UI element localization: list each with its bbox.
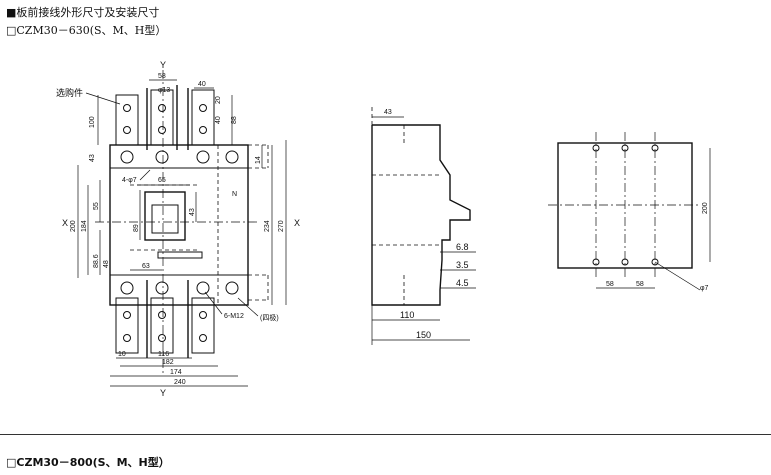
hole-note: 4-φ7 bbox=[122, 177, 137, 184]
dim-43-side: 43 bbox=[384, 109, 392, 116]
axis-x-right: X bbox=[294, 218, 300, 228]
dim-270: 270 bbox=[278, 220, 285, 232]
dim-63: 63 bbox=[142, 263, 150, 270]
side-view: 43 6.8 3.5 4.5 110 150 bbox=[371, 105, 476, 345]
axis-x-left: X bbox=[62, 218, 68, 228]
dim-4-5: 4.5 bbox=[456, 278, 469, 288]
top-terminal-2 bbox=[150, 89, 174, 146]
breaker-body bbox=[109, 144, 249, 306]
axis-y-top: Y bbox=[160, 60, 166, 70]
bottom-terminal-2 bbox=[150, 297, 174, 354]
bolt-note: 6-M12 bbox=[224, 313, 244, 320]
bottom-terminal-3 bbox=[191, 297, 215, 354]
dim-58: 58 bbox=[158, 73, 166, 80]
dim-100: 100 bbox=[89, 116, 96, 128]
dim-200-left: 200 bbox=[70, 220, 77, 232]
dim-55: 55 bbox=[93, 202, 100, 210]
handle-window bbox=[144, 191, 186, 241]
axis-y-bottom: Y bbox=[160, 388, 166, 398]
dim-phi7: φ7 bbox=[700, 285, 709, 292]
mounting-view: 200 58 58 φ7 bbox=[548, 132, 711, 292]
dim-20: 20 bbox=[215, 96, 222, 104]
dim-58-left: 58 bbox=[606, 281, 614, 288]
dim-88: 88 bbox=[231, 116, 238, 124]
neutral-label: N bbox=[232, 191, 237, 198]
dim-40-side: 40 bbox=[215, 116, 222, 124]
dim-200-mount: 200 bbox=[702, 202, 709, 214]
dim-88-6: 88.6 bbox=[93, 254, 100, 268]
dim-3-5: 3.5 bbox=[456, 260, 469, 270]
four-pole-note: (四极) bbox=[260, 313, 279, 322]
section-divider bbox=[0, 434, 771, 435]
dim-65: 65 bbox=[158, 177, 166, 184]
model-subtitle: □CZM30－630(S、M、H型） bbox=[6, 24, 167, 37]
dim-234: 234 bbox=[264, 220, 271, 232]
dim-174: 174 bbox=[170, 369, 182, 376]
dim-58-right: 58 bbox=[636, 281, 644, 288]
dim-110: 110 bbox=[400, 310, 414, 320]
dim-phi13: φ13 bbox=[158, 87, 170, 94]
dim-116: 116 bbox=[158, 351, 169, 358]
dim-14: 14 bbox=[255, 156, 262, 164]
next-section-title: □CZM30－800(S、M、H型） bbox=[6, 456, 170, 469]
bottom-terminal-1 bbox=[115, 297, 139, 354]
top-terminal-1 bbox=[115, 94, 139, 146]
dim-6-8: 6.8 bbox=[456, 242, 469, 252]
dim-48: 48 bbox=[103, 260, 110, 268]
dim-150: 150 bbox=[416, 330, 431, 340]
dim-184: 184 bbox=[81, 220, 88, 232]
dim-240: 240 bbox=[174, 379, 186, 386]
dim-43-left: 43 bbox=[89, 154, 96, 162]
dim-182: 182 bbox=[162, 359, 174, 366]
top-terminal-3 bbox=[191, 89, 215, 146]
dim-43-center: 43 bbox=[189, 208, 196, 216]
dim-40-top: 40 bbox=[198, 81, 206, 88]
front-view: Y Y X X 选购件 4-φ7 6-M12 (四极) N 58 φ13 40 … bbox=[56, 60, 300, 398]
nameplate bbox=[157, 251, 203, 259]
section-title: ■板前接线外形尺寸及安装尺寸 bbox=[6, 6, 160, 19]
optional-part-label: 选购件 bbox=[56, 87, 83, 98]
dim-89: 89 bbox=[133, 224, 140, 232]
dim-10: 10 bbox=[118, 351, 126, 358]
